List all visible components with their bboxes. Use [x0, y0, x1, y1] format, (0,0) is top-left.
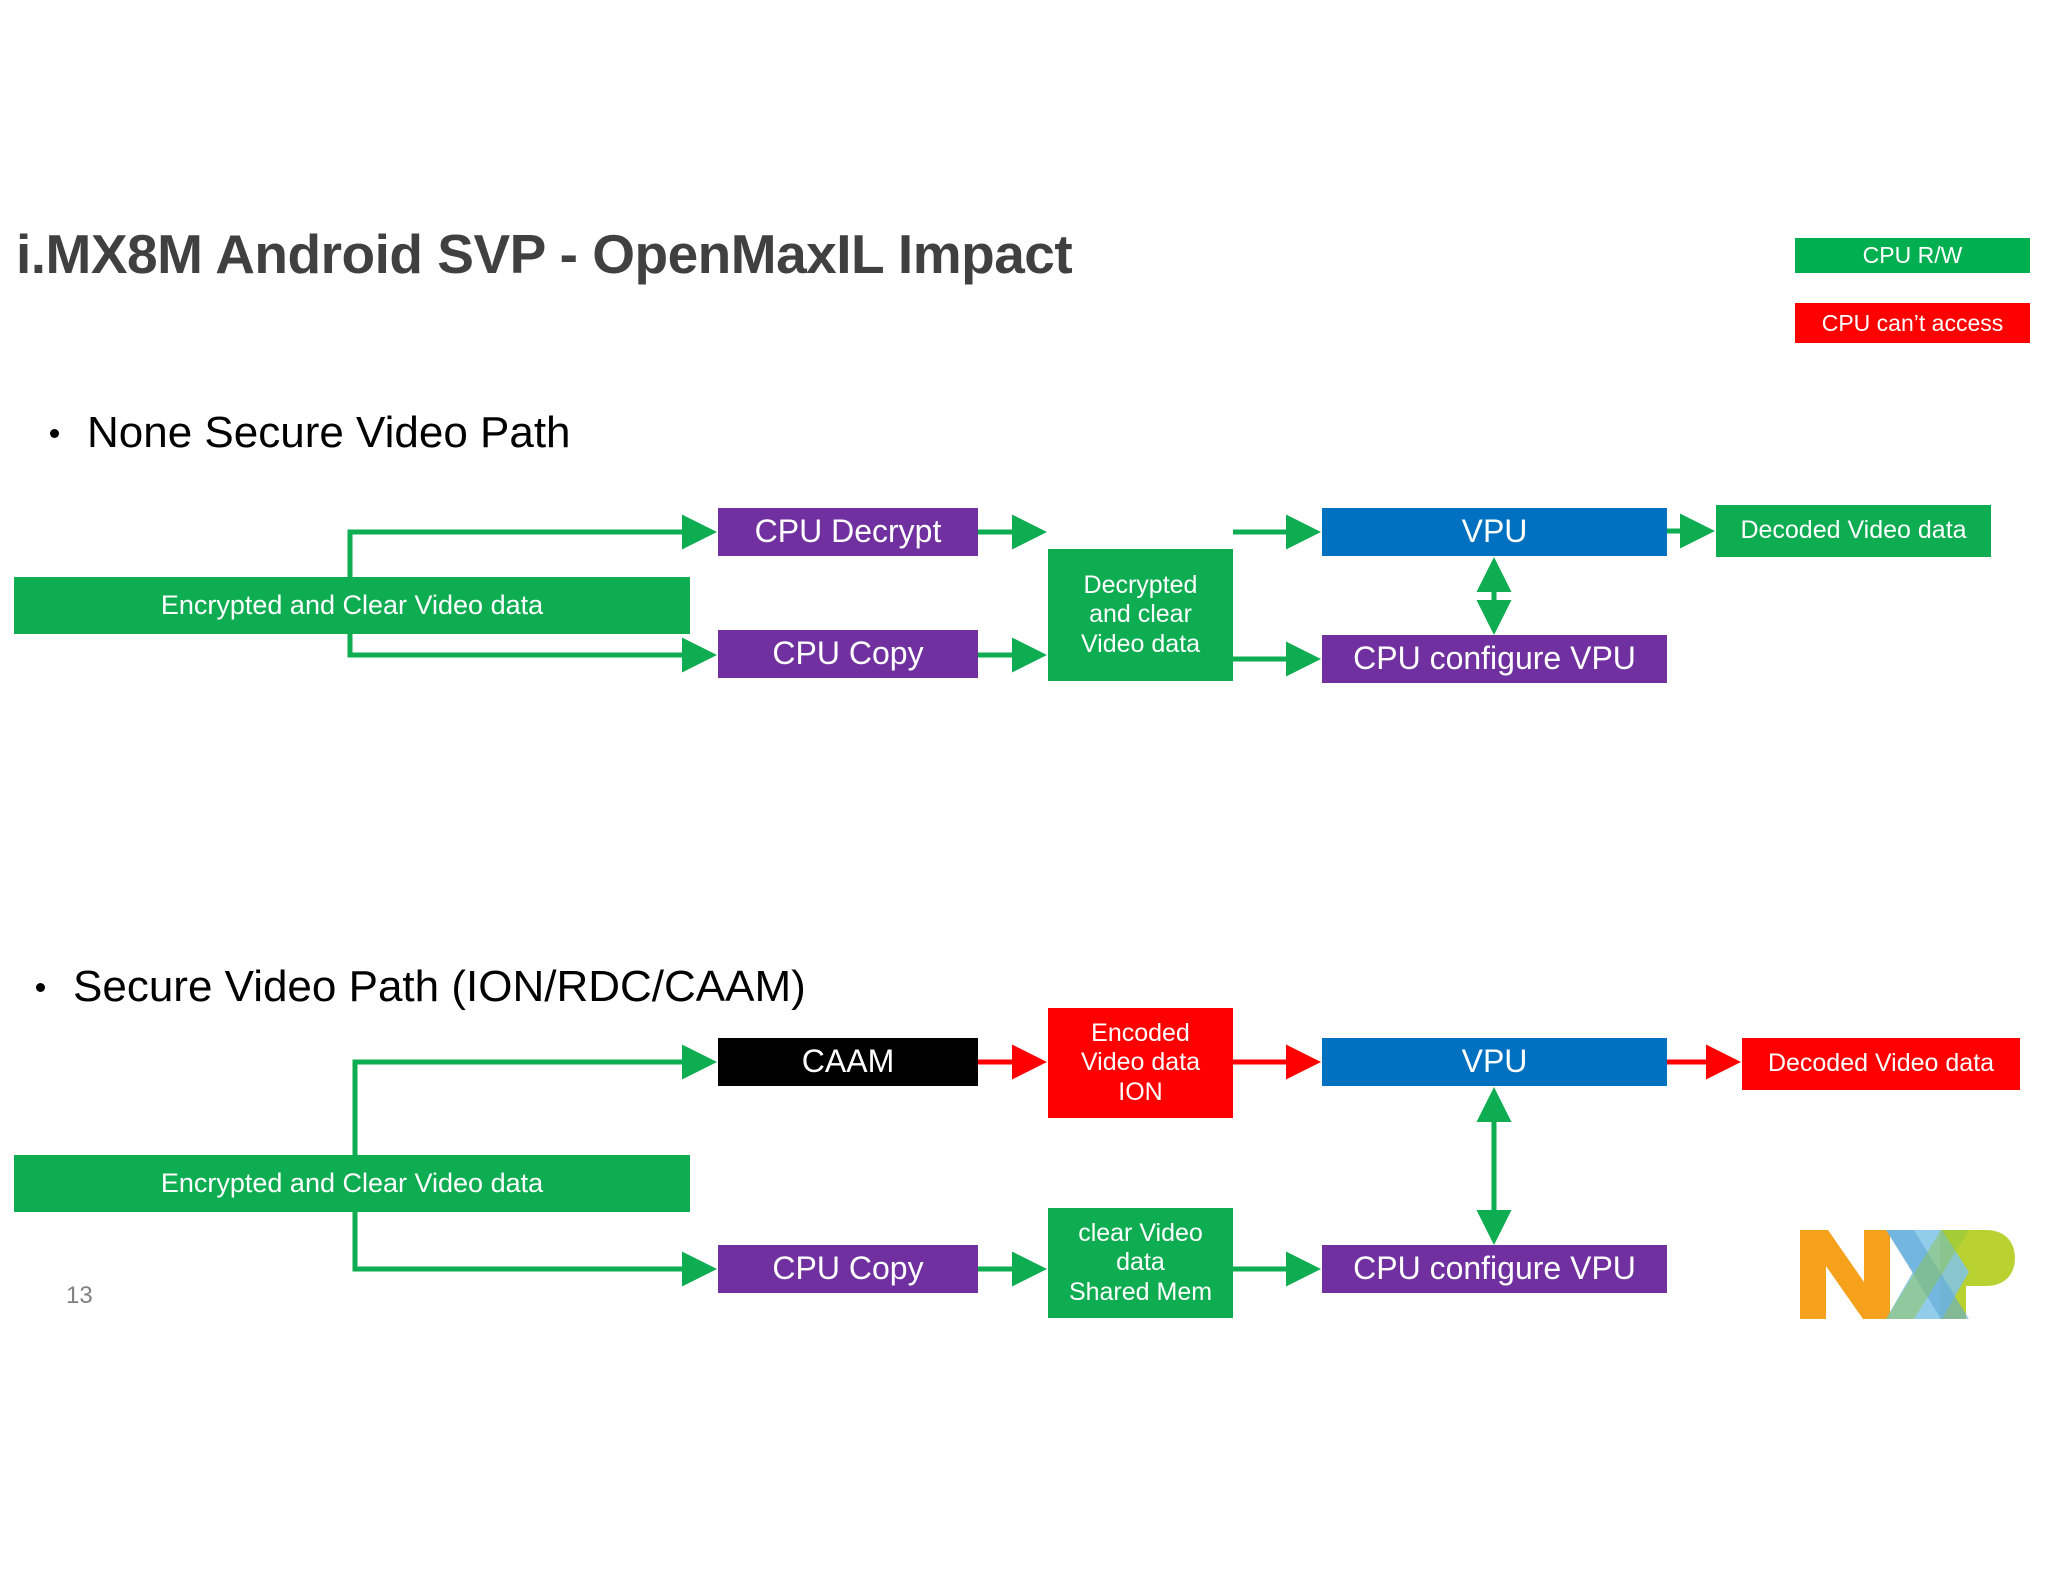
- node-cpu-copy: CPU Copy: [718, 1245, 978, 1293]
- node-encrypted-and-clear-video-data: Encrypted and Clear Video data: [14, 1155, 690, 1212]
- page-title: i.MX8M Android SVP - OpenMaxIL Impact: [16, 223, 1073, 285]
- node-caam: CAAM: [718, 1038, 978, 1086]
- node-vpu: VPU: [1322, 508, 1667, 556]
- node-line-1: Decrypted: [1083, 570, 1198, 599]
- node-cpu-decrypt: CPU Decrypt: [718, 508, 978, 556]
- node-line-1: Encoded: [1091, 1018, 1190, 1047]
- node-clear-video-data-shared-mem: clear Video data Shared Mem: [1048, 1208, 1233, 1318]
- section-heading-label: Secure Video Path (ION/RDC/CAAM): [73, 962, 806, 1011]
- node-decoded-video-data: Decoded Video data: [1716, 505, 1991, 557]
- node-decoded-video-data: Decoded Video data: [1742, 1038, 2020, 1090]
- node-vpu: VPU: [1322, 1038, 1667, 1086]
- page-number: 13: [66, 1282, 93, 1309]
- node-line-1: clear Video: [1078, 1218, 1203, 1247]
- section-heading-none-secure-video-path: None Secure Video Path: [50, 408, 571, 458]
- node-cpu-copy: CPU Copy: [718, 630, 978, 678]
- nxp-logo: [1800, 1230, 2015, 1319]
- legend-cpu-no-access: CPU can’t access: [1795, 303, 2030, 343]
- node-cpu-configure-vpu: CPU configure VPU: [1322, 635, 1667, 683]
- node-cpu-configure-vpu: CPU configure VPU: [1322, 1245, 1667, 1293]
- node-encoded-video-data-ion: Encoded Video data ION: [1048, 1008, 1233, 1118]
- node-line-2: data: [1116, 1248, 1165, 1277]
- node-line-3: ION: [1118, 1077, 1163, 1106]
- legend-cpu-read-write: CPU R/W: [1795, 238, 2030, 273]
- bullet-dot-icon: [50, 428, 59, 438]
- node-line-2: and clear: [1089, 600, 1192, 629]
- node-line-3: Video data: [1080, 629, 1201, 658]
- node-decrypted-and-clear-video-data: Decrypted and clear Video data: [1048, 549, 1233, 681]
- section-heading-secure-video-path: Secure Video Path (ION/RDC/CAAM): [36, 962, 806, 1012]
- node-line-3: Shared Mem: [1068, 1277, 1213, 1306]
- node-line-2: Video data: [1080, 1048, 1201, 1077]
- bullet-dot-icon: [36, 982, 45, 992]
- section-heading-label: None Secure Video Path: [87, 408, 571, 457]
- node-encrypted-and-clear-video-data: Encrypted and Clear Video data: [14, 577, 690, 634]
